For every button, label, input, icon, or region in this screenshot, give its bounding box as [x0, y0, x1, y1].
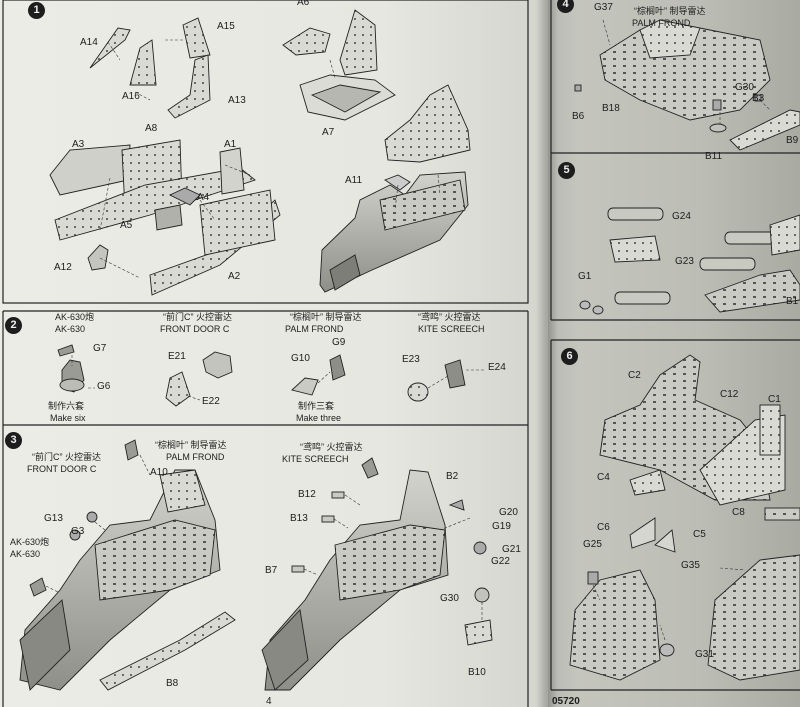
- front-door-en-label: FRONT DOOR C: [160, 324, 230, 334]
- part-label: G30: [735, 82, 754, 93]
- part-label: C4: [597, 472, 610, 483]
- part-label: A12: [54, 262, 72, 273]
- part-label: A6: [297, 0, 310, 8]
- page-number: 4: [266, 696, 272, 707]
- part-label: B7: [265, 565, 278, 576]
- part-label: G6: [97, 381, 111, 392]
- part-label: A15: [217, 21, 235, 32]
- part-label: A4: [197, 192, 210, 203]
- part-label: A3: [72, 139, 85, 150]
- part-label: C6: [597, 522, 610, 533]
- step-5-number: 5: [558, 162, 575, 179]
- palm-frond-en-label: PALM FROND: [166, 452, 225, 462]
- step-4-number: 4: [557, 0, 574, 13]
- part-label: G24: [672, 211, 691, 222]
- part-label: B2: [446, 471, 459, 482]
- palm-frond-cn-label: “棕榈叶” 制导雷达: [634, 6, 706, 16]
- part-label: G25: [583, 539, 602, 550]
- part-label: G22: [491, 556, 510, 567]
- step2-drawing: [57, 344, 485, 407]
- part-label: B10: [468, 667, 486, 678]
- part-label: G31: [695, 649, 714, 660]
- step-6-number: 6: [561, 348, 578, 365]
- ak630-cn-label: AK-630炮: [55, 312, 95, 322]
- part-label: C5: [693, 529, 706, 540]
- part-label: E22: [202, 396, 220, 407]
- ak630-en-label: AK-630: [55, 324, 86, 334]
- make-three-en: Make three: [296, 413, 342, 423]
- part-label: G7: [93, 343, 107, 354]
- part-label: C2: [628, 370, 641, 381]
- part-label: A2: [228, 271, 241, 282]
- front-door-cn-label: “前门C” 火控雷达: [32, 452, 101, 462]
- part-label: G19: [492, 521, 511, 532]
- part-label: C8: [732, 507, 745, 518]
- front-door-cn-label: “前门C” 火控雷达: [163, 312, 232, 322]
- ak630-cn-label: AK-630炮: [10, 537, 50, 547]
- step-2-number: 2: [5, 317, 22, 334]
- part-label: G35: [681, 560, 700, 571]
- product-code: 05720: [552, 696, 580, 707]
- part-label: G20: [499, 507, 518, 518]
- part-label: B18: [602, 103, 620, 114]
- part-label: G13: [44, 513, 63, 524]
- part-label: A13: [228, 95, 246, 106]
- part-label: B8: [166, 678, 179, 689]
- part-label: G1: [578, 271, 592, 282]
- step6-drawing: [569, 354, 800, 681]
- part-label: B6: [572, 111, 585, 122]
- part-label: B11: [705, 151, 723, 162]
- part-label: A14: [80, 37, 98, 48]
- part-label: E23: [402, 354, 420, 365]
- part-label: G37: [594, 2, 613, 13]
- step3-drawing: [19, 439, 493, 691]
- part-label: G9: [332, 337, 346, 348]
- part-label: G21: [502, 544, 521, 555]
- make-six-cn: 制作六套: [48, 401, 85, 411]
- kite-screech-en-label: KITE SCREECH: [418, 324, 485, 334]
- kite-screech-cn-label: “鸢鸣” 火控雷达: [300, 442, 363, 452]
- ak630-en-label: AK-630: [10, 549, 41, 559]
- part-label: B3: [752, 93, 765, 104]
- palm-frond-cn-label: “棕榈叶” 制导雷达: [155, 440, 227, 450]
- part-label: A1: [224, 139, 237, 150]
- part-label: B1: [786, 296, 799, 307]
- make-six-en: Make six: [50, 413, 86, 423]
- palm-frond-en-label: PALM FROND: [632, 18, 691, 28]
- part-label: C12: [720, 389, 739, 400]
- step-3-number: 3: [5, 432, 22, 449]
- step1-drawing: [49, 9, 471, 296]
- part-label: A16: [122, 91, 140, 102]
- part-label: C1: [768, 394, 781, 405]
- kite-screech-en-label: KITE SCREECH: [282, 454, 349, 464]
- make-three-cn: 制作三套: [298, 401, 335, 411]
- part-label: G30: [440, 593, 459, 604]
- part-label: A11: [345, 175, 363, 186]
- front-door-en-label: FRONT DOOR C: [27, 464, 97, 474]
- palm-frond-cn-label: “棕榈叶” 制导雷达: [290, 312, 362, 322]
- part-label: B12: [298, 489, 316, 500]
- book-gutter: [536, 0, 558, 707]
- part-label: B13: [290, 513, 308, 524]
- part-label: A7: [322, 127, 335, 138]
- part-label: G3: [71, 526, 85, 537]
- kite-screech-cn-label: “鸢鸣” 火控雷达: [418, 312, 481, 322]
- part-label: E24: [488, 362, 506, 373]
- part-label: A10: [150, 467, 168, 478]
- palm-frond-en-label: PALM FROND: [285, 324, 344, 334]
- part-label: E21: [168, 351, 186, 362]
- part-label: B9: [786, 135, 799, 146]
- part-label: A5: [120, 220, 133, 231]
- part-label: G10: [291, 353, 310, 364]
- part-label: A8: [145, 123, 158, 134]
- step-1-number: 1: [28, 2, 45, 19]
- part-label: G23: [675, 256, 694, 267]
- step4-drawing: [574, 19, 800, 151]
- step5-drawing: [579, 207, 800, 315]
